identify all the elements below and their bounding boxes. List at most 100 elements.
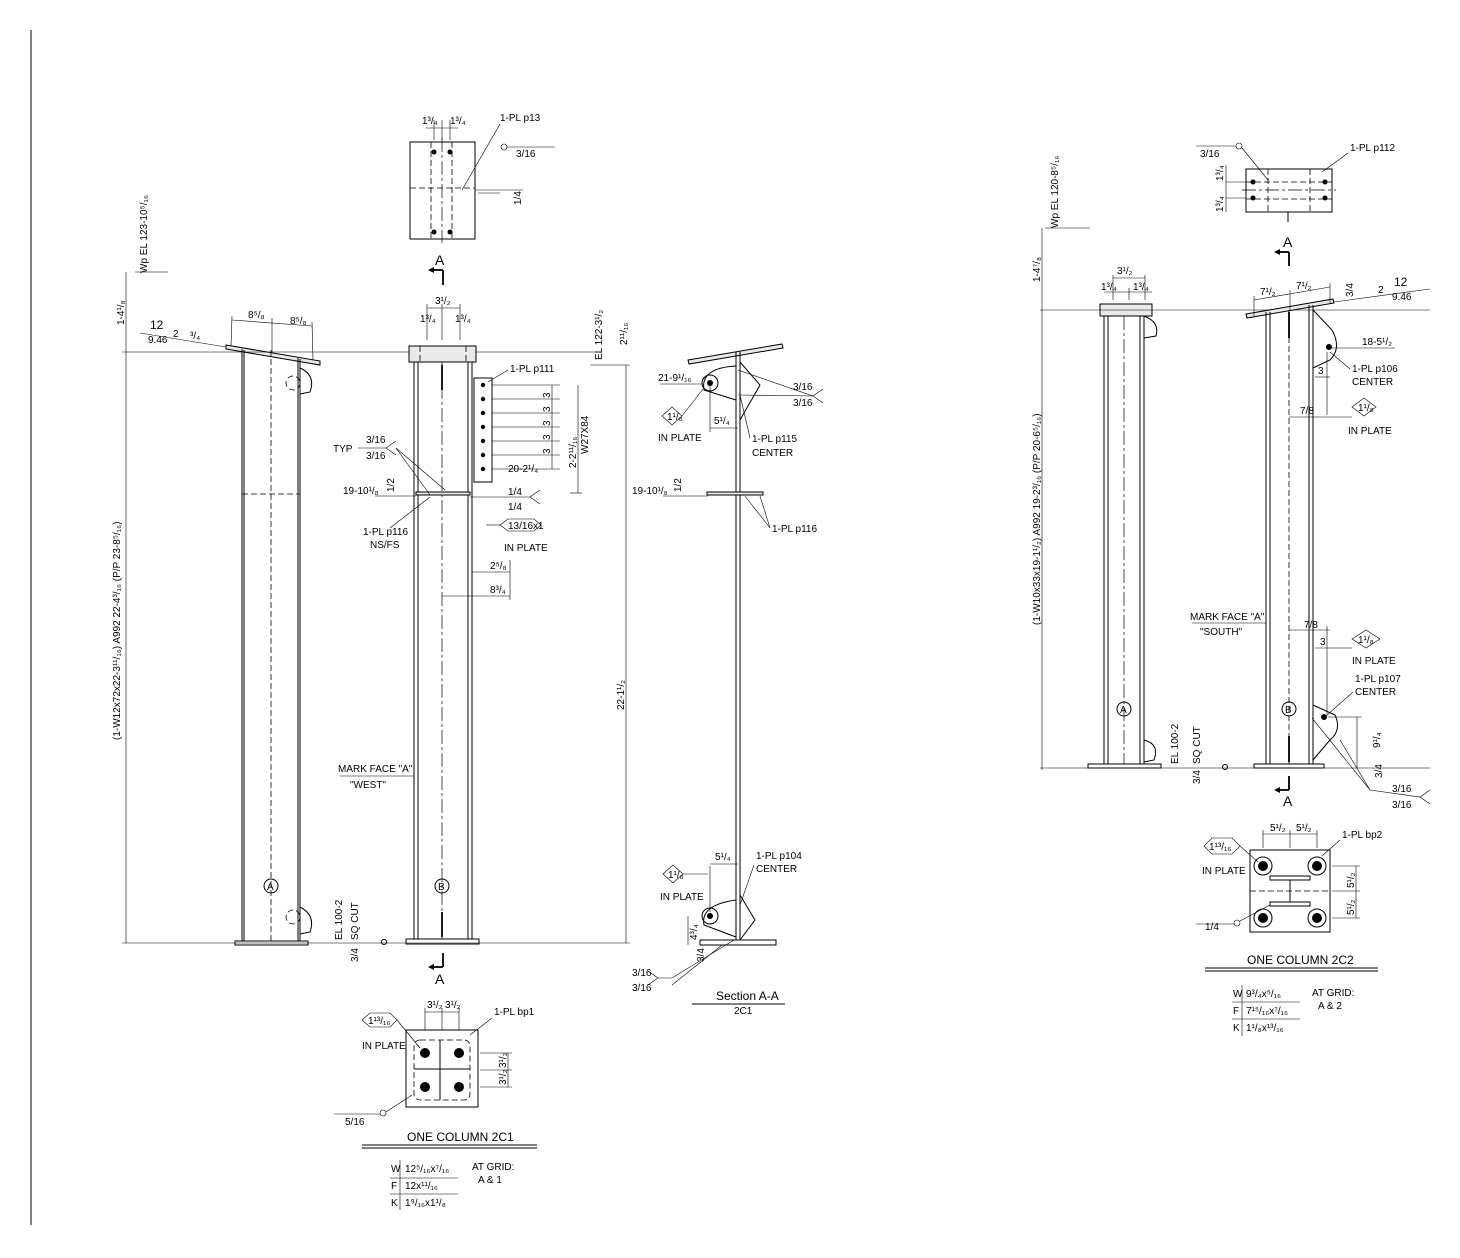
col1-dim-2116: 2¹¹/₁₆ <box>619 323 630 345</box>
sec-hole: 1¹/₈ <box>667 412 683 423</box>
col2-table-v0: 9³/₄x⁵/₁₆ <box>1246 989 1281 1000</box>
sec-sub: 2C1 <box>734 1006 753 1017</box>
col1-mark-b: B <box>438 882 445 893</box>
col1-bp-d3: 3¹/₂ <box>498 1052 509 1068</box>
col1-top-gap: 1/4 <box>513 191 524 205</box>
sec-in-plate2: IN PLATE <box>660 892 704 903</box>
sec-hole2: 1¹/₈ <box>668 870 684 881</box>
col1-arrow-bottom-label: A <box>435 971 445 987</box>
col2-elevation-front: B <box>1245 298 1339 769</box>
col1-dim-134a: 1³/₄ <box>420 314 436 325</box>
col1-weld-typ-b: 3/16 <box>366 451 386 462</box>
col2-dim-914: 9¹/₄ <box>1372 732 1383 748</box>
col2-section-arrow-top: A <box>1274 234 1293 266</box>
col1-top-dim2: 1³/₄ <box>450 116 466 127</box>
col1-elevation-front: B <box>405 345 493 945</box>
col2-weld2: 3/16 <box>1392 800 1412 811</box>
col2-arrow-bottom-label: A <box>1283 793 1293 809</box>
sec-base-plate <box>699 939 777 946</box>
col1-member-callout: (1-W12x72x22-3¹¹/₁₆) A992 22-4³/₁₆ (P/P … <box>112 522 123 741</box>
col1-slope-34: ³/₄ <box>190 331 200 342</box>
col1-dim-34: 3/4 <box>350 948 361 962</box>
col2-hole2: 1¹/₈ <box>1358 635 1374 646</box>
col2-bp-plate-label: 1-PL bp2 <box>1342 830 1383 841</box>
col2-table-k1: F <box>1233 1006 1239 1017</box>
col1-hole-sp4: 3 <box>542 434 553 440</box>
col2-dim-134b: 1³/₄ <box>1133 282 1149 293</box>
col1-top-dim1: 1³/₄ <box>422 116 438 127</box>
col2-dim-34: 3/4 <box>1345 283 1356 297</box>
col1-face: "WEST" <box>350 780 386 791</box>
col2-slope-rise: 9.46 <box>1392 292 1412 303</box>
sec-stiffener <box>706 491 764 496</box>
col2-front-base <box>1253 763 1325 769</box>
col2-table-k2: K <box>1233 1023 1240 1034</box>
col2-grid-label: AT GRID: <box>1312 988 1354 999</box>
col2-section-arrow-bottom: A <box>1274 776 1293 809</box>
col2-dim-34b: 3/4 <box>1192 770 1203 784</box>
col1-slope-run: 12 <box>150 318 164 332</box>
col1-weld-typ-a: 3/16 <box>366 435 386 446</box>
col1-table-k2: K <box>391 1198 398 1209</box>
col1-el-bot: EL 100-2 <box>334 899 345 940</box>
col2-bp-hole: 1¹³/₁₆ <box>1209 842 1231 853</box>
col1-top-view: 1³/₄ 1³/₄ 1-PL p13 3/16 1/4 <box>409 113 555 243</box>
sec-weld4: 3/16 <box>632 983 652 994</box>
col2-mark-face: MARK FACE "A" <box>1190 612 1265 623</box>
col2-in-plate: IN PLATE <box>1348 426 1392 437</box>
col2-arrow-top-label: A <box>1283 234 1293 250</box>
sec-title: Section A-A <box>716 989 779 1003</box>
col1-hole-sp3: 3 <box>542 420 553 426</box>
col2-center2: CENTER <box>1355 687 1396 698</box>
col2-top-d2: 1³/₄ <box>1215 196 1226 212</box>
col2-weld1: 3/16 <box>1392 784 1412 795</box>
col1-dim-834: 8³/₄ <box>490 585 506 596</box>
sec-dim-514: 5¹/₄ <box>714 416 730 427</box>
col2-pl107: 1-PL p107 <box>1355 674 1401 685</box>
col2-dim-712a: 7¹/₂ <box>1260 287 1276 298</box>
col1-pl111-label: 1-PL p111 <box>510 364 555 375</box>
sec-weld2: 3/16 <box>793 398 813 409</box>
col2-table-v2: 1¹/₈x¹³/₁₆ <box>1246 1023 1284 1034</box>
col2-el-bot: EL 100-2 <box>1170 723 1181 764</box>
col2-mark-b: B <box>1285 705 1292 716</box>
col2-wp-elevation: Wp EL 120-8⁵/₁₆ <box>1050 156 1061 228</box>
col2-dim-185: 18-5¹/₂ <box>1362 337 1392 348</box>
col2-dim-78: 7/8 <box>1300 406 1314 417</box>
col1-dim-22: 22-1¹/₂ <box>616 680 627 710</box>
col2-table-v1: 7¹⁵/₁₆x⁷/₁₆ <box>1246 1006 1288 1017</box>
sec-el19: 19-10¹/₈ <box>632 486 668 497</box>
col1-bp-hole: 1¹³/₁₆ <box>368 1016 390 1027</box>
col1-section-arrow-top: A <box>428 252 445 285</box>
col1-dim-258: 2⁵/₈ <box>490 561 507 572</box>
col1-mark-face: MARK FACE "A" <box>338 764 413 775</box>
col2-sq-cut: SQ CUT <box>1192 726 1203 764</box>
col2-top-view: 1-PL p112 3/16 1³/₄ 1³/₄ <box>1196 142 1395 222</box>
col1-hole-sp2: 3 <box>542 406 553 412</box>
col1-slope-rise: 9.46 <box>148 335 168 346</box>
col2-bp-d1: 5¹/₂ <box>1270 823 1286 834</box>
col1-pl116: 1-PL p116 <box>363 527 408 538</box>
col1-cap-plate-top <box>409 141 476 240</box>
col2-dim-3: 3 <box>1318 366 1324 377</box>
col1-bp-d1: 3¹/₂ <box>427 1000 443 1011</box>
column-2c1: 1³/₄ 1³/₄ 1-PL p13 3/16 1/4 A Wp EL 123-… <box>112 113 630 1210</box>
sec-center2: CENTER <box>756 864 797 875</box>
col1-cap-plate <box>225 344 321 366</box>
col1-front-base <box>405 938 480 945</box>
sec-dim-34: 3/4 <box>696 948 707 962</box>
col2-dim-34c: 3/4 <box>1374 764 1385 778</box>
col1-slope-2: 2 <box>173 329 179 340</box>
col1-dim-312: 3¹/₂ <box>435 296 451 307</box>
sec-dim-2191: 21-9¹/₁₆ <box>658 373 692 384</box>
col1-in-plate: IN PLATE <box>504 543 548 554</box>
col1-bp-d4: 3¹/₂ <box>498 1069 509 1085</box>
col2-bp-d2: 5¹/₂ <box>1296 823 1312 834</box>
col2-center: CENTER <box>1352 377 1393 388</box>
col1-shear-plate <box>473 377 493 483</box>
col2-hole: 1¹/₈ <box>1358 403 1374 414</box>
col1-hole-1316x1: 13/16x1 <box>508 521 544 532</box>
col2-mark-a: A <box>1120 705 1127 716</box>
col1-el-top: EL 122-3¹/₂ <box>594 310 605 360</box>
